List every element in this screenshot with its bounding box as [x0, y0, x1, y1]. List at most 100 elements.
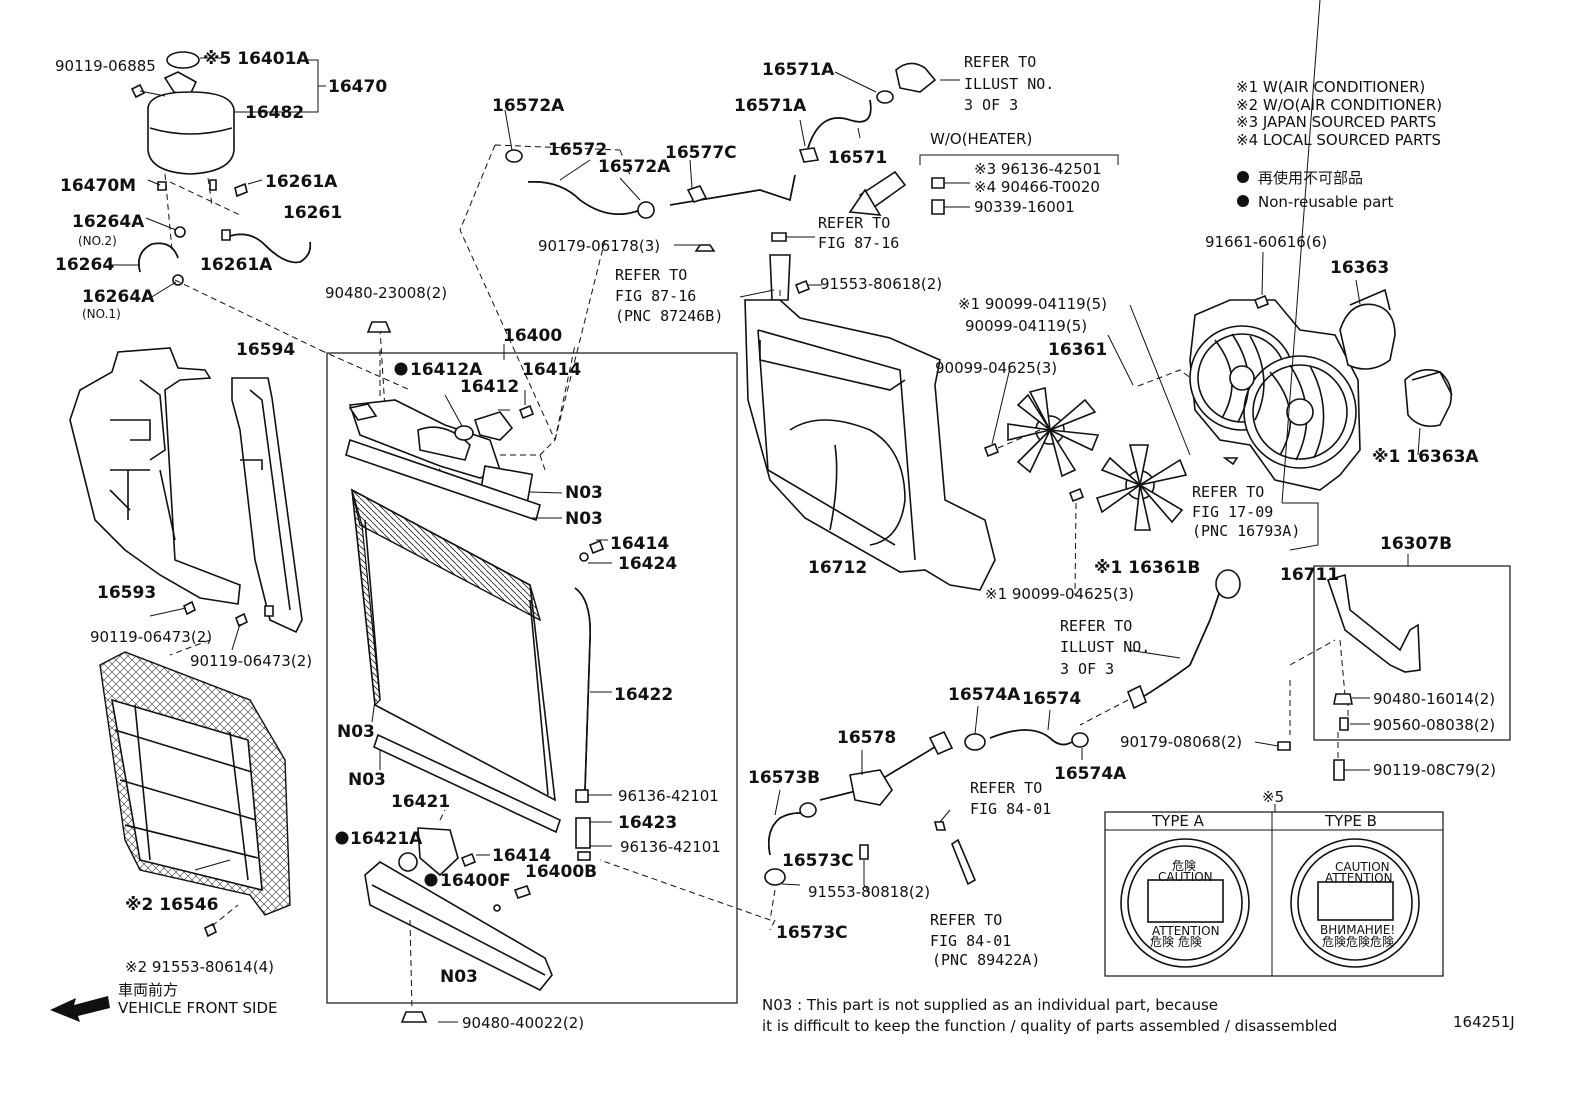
label-16424: 16424 [618, 554, 677, 574]
diagram-id: 164251J [1453, 1013, 1515, 1031]
ref7-line1: REFER TO [930, 911, 1002, 929]
cap-a-jp1: 危険 [1172, 859, 1196, 873]
label-91553-80614: ※2 91553-80614(4) [125, 958, 274, 976]
reservoir-cap-shape [166, 51, 200, 69]
label-16470M: 16470M [60, 176, 136, 196]
label-16573B: 16573B [748, 768, 820, 788]
label-90480-23008: 90480-23008(2) [325, 284, 447, 302]
label-16264A-no1: 16264A [82, 287, 155, 307]
fan-motor-16363-shape [1339, 303, 1396, 370]
label-16594: 16594 [236, 340, 295, 360]
note-2: ※2 W/O(AIR CONDITIONER) [1236, 96, 1442, 114]
label-90119-06885: 90119-06885 [55, 57, 156, 75]
label-no1: (NO.1) [82, 307, 121, 321]
vehicle-front-indicator: 車両前方 VEHICLE FRONT SIDE [50, 981, 278, 1022]
drain-cock-shape [417, 827, 459, 877]
note-4: ※4 LOCAL SOURCED PARTS [1236, 131, 1441, 149]
ref3-line2: FIG 87-16 [615, 287, 696, 305]
label-16574: 16574 [1022, 689, 1081, 709]
label-16261: 16261 [283, 203, 342, 223]
ref4-line3: (PNC 16793A) [1192, 522, 1300, 540]
radiator-assy-frame [326, 352, 738, 1004]
type-a-label: TYPE A [1151, 812, 1205, 830]
water-outlet-shape [895, 62, 937, 93]
label-16423: 16423 [618, 813, 677, 833]
ref5-line3: 3 OF 3 [1060, 660, 1114, 678]
label-90179-06178: 90179-06178(3) [538, 237, 660, 255]
label-90480-40022: 90480-40022(2) [462, 1014, 584, 1032]
bracket-16307B-group [1254, 554, 1511, 781]
label-16577C: 16577C [665, 143, 737, 163]
label-16414-mid: 16414 [610, 534, 669, 554]
label-16361B: ※1 16361B [1094, 558, 1200, 578]
nonreusable-16412A-icon [394, 362, 408, 376]
nonreusable-en: Non-reusable part [1258, 193, 1393, 211]
nonreusable-bullet-icon-2 [1237, 195, 1249, 207]
side-deflectors [69, 279, 411, 656]
reference-callouts: REFER TO ILLUST NO. 3 OF 3 REFER TO FIG … [615, 53, 1300, 969]
n03-note-line2: it is difficult to keep the function / q… [762, 1017, 1337, 1035]
label-n03-a: N03 [565, 483, 603, 503]
label-16414-top: 16414 [522, 360, 581, 380]
label-16711: 16711 [1280, 565, 1339, 585]
ref1-line1: REFER TO [964, 53, 1036, 71]
cap-note-mark: ※5 [1262, 788, 1284, 806]
ref1-line3: 3 OF 3 [964, 96, 1018, 114]
label-n03-c: N03 [337, 722, 375, 742]
label-n03-b: N03 [565, 509, 603, 529]
label-90339-16001: 90339-16001 [974, 198, 1075, 216]
ref3-line3: (PNC 87246B) [615, 307, 723, 325]
label-16307B: 16307B [1380, 534, 1452, 554]
cap-b-en2: ATTENTION [1325, 871, 1393, 885]
label-16401A: ※5 16401A [203, 49, 310, 69]
label-91661-60616: 91661-60616(6) [1205, 233, 1327, 251]
label-n03-d: N03 [348, 770, 386, 790]
cap-b-jp: 危険危険危険 [1322, 935, 1394, 949]
fan-shroud-16712 [744, 279, 996, 591]
nonreusable-jp: 再使用不可部品 [1258, 169, 1363, 187]
label-16264A-no2: 16264A [72, 212, 145, 232]
n03-note-line1: N03 : This part is not supplied as an in… [762, 996, 1218, 1014]
label-16261A-bottom: 16261A [200, 255, 273, 275]
label-16572A: 16572A [598, 157, 671, 177]
deflector-16594-shape [231, 377, 303, 634]
nonreusable-16400F-icon [424, 873, 438, 887]
ref5-line1: REFER TO [1060, 617, 1132, 635]
fan-16361B-shape [1095, 444, 1188, 531]
label-91553-80618: 91553-80618(2) [820, 275, 942, 293]
grommet-top-shape [366, 321, 392, 333]
label-96136-42101-b: 96136-42101 [620, 838, 721, 856]
label-16593: 16593 [97, 583, 156, 603]
fan-assemblies [983, 0, 1453, 596]
label-90099-04119-ac: ※1 90099-04119(5) [958, 295, 1107, 313]
ref4-line2: FIG 17-09 [1192, 503, 1273, 521]
ref6-line2: FIG 84-01 [970, 800, 1051, 818]
ref7-line3: (PNC 89422A) [932, 951, 1040, 969]
label-90099-04625-ac: ※1 90099-04625(3) [985, 585, 1134, 603]
label-16571: 16571 [828, 148, 887, 168]
ref6-line1: REFER TO [970, 779, 1042, 797]
water-inlet-shape [849, 769, 893, 806]
vehicle-front-en: VEHICLE FRONT SIDE [118, 999, 278, 1017]
label-16578: 16578 [837, 728, 896, 748]
lower-shroud-16546 [99, 651, 291, 938]
label-16363: 16363 [1330, 258, 1389, 278]
part-labels: 90119-06885 ※5 16401A 16470 16482 16470M… [55, 49, 1496, 1032]
label-16264: 16264 [55, 255, 114, 275]
ref5-line2: ILLUST NO. [1060, 638, 1150, 656]
shroud-body-shape [744, 299, 996, 591]
cap-a-jp2: 危険 危険 [1150, 935, 1202, 949]
radiator-cap-types: ※5 TYPE A TYPE B 危険 CAUTION ATTENTION 危険… [1104, 788, 1444, 977]
ref1-line2: ILLUST NO. [964, 75, 1054, 93]
label-16421A: 16421A [350, 829, 423, 849]
label-96136-42101-a: 96136-42101 [618, 787, 719, 805]
label-no2: (NO.2) [78, 234, 117, 248]
label-90560-08038: 90560-08038(2) [1373, 716, 1495, 734]
ref3-line1: REFER TO [615, 266, 687, 284]
cap-b-en1: CAUTION [1335, 860, 1390, 874]
label-16412: 16412 [460, 377, 519, 397]
label-16571A-top: 16571A [762, 60, 835, 80]
label-16400: 16400 [503, 326, 562, 346]
lower-tank-shape [364, 861, 553, 992]
